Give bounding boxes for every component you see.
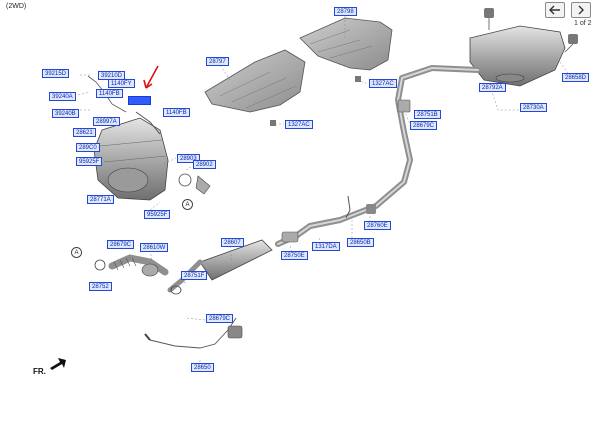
part-label[interactable]: 1327AC — [285, 120, 313, 129]
part-label[interactable]: 28902 — [193, 160, 216, 169]
part-label[interactable]: 28679C — [410, 121, 438, 130]
part-label[interactable]: 28903 — [177, 154, 200, 163]
part-label[interactable]: 39240A — [49, 92, 76, 101]
part-label[interactable]: 28751F — [181, 271, 208, 280]
catalytic-converter — [93, 117, 211, 201]
highlighted-part-label[interactable]: 28990 — [128, 96, 151, 105]
part-label[interactable]: 28792A — [479, 83, 506, 92]
arrow-left-icon — [549, 5, 560, 15]
part-label[interactable]: 28607 — [221, 238, 244, 247]
part-label[interactable]: 289C0 — [76, 143, 100, 152]
part-label[interactable]: 1140FB — [96, 89, 123, 98]
front-flex-pipe — [94, 254, 182, 295]
back-button[interactable] — [545, 2, 565, 18]
part-label[interactable]: 1140FB — [163, 108, 190, 117]
part-label[interactable]: 28798 — [334, 7, 357, 16]
center-heat-shield — [204, 49, 306, 113]
page-indicator: 1 of 2 — [574, 20, 592, 27]
front-direction-icon — [50, 358, 66, 370]
front-direction-label: FR. — [33, 367, 46, 376]
part-label[interactable]: 1317DA — [312, 242, 340, 251]
drive-type-label: (2WD) — [6, 3, 27, 10]
part-label[interactable]: 28650 — [191, 363, 214, 372]
part-label[interactable]: 28751B — [414, 110, 441, 119]
hangers — [270, 76, 411, 243]
reference-mark-a: A — [71, 247, 82, 258]
part-label[interactable]: 39215D — [42, 69, 70, 78]
part-label[interactable]: 28797 — [206, 57, 229, 66]
next-page-button[interactable] — [571, 2, 591, 18]
highlight-arrow-icon — [143, 65, 159, 89]
part-label[interactable]: 28760E — [364, 221, 391, 230]
part-label[interactable]: 28730A — [520, 103, 547, 112]
part-label[interactable]: 1140FY — [108, 79, 135, 88]
part-label[interactable]: 28771A — [87, 195, 114, 204]
part-label[interactable]: 28752 — [89, 282, 112, 291]
main-exhaust-pipe — [275, 65, 481, 247]
part-label[interactable]: 39240B — [52, 109, 79, 118]
chevron-right-icon — [578, 5, 584, 15]
part-label[interactable]: 28658D — [562, 73, 590, 82]
part-label[interactable]: 28997A — [93, 117, 120, 126]
part-label[interactable]: 95925F — [144, 210, 171, 219]
part-label[interactable]: 28750E — [281, 251, 308, 260]
upper-heat-shield — [299, 17, 393, 71]
reference-mark-a: A — [182, 199, 193, 210]
part-label[interactable]: 28650B — [347, 238, 374, 247]
part-label[interactable]: 28679C — [107, 240, 135, 249]
part-label[interactable]: 1327AC — [369, 79, 397, 88]
part-label[interactable]: 28610W — [140, 243, 169, 252]
part-label[interactable]: 28621 — [73, 128, 96, 137]
part-label[interactable]: 28679C — [206, 314, 234, 323]
leader-lines — [60, 16, 571, 365]
center-muffler — [167, 239, 273, 293]
part-label[interactable]: 95925F — [76, 157, 103, 166]
